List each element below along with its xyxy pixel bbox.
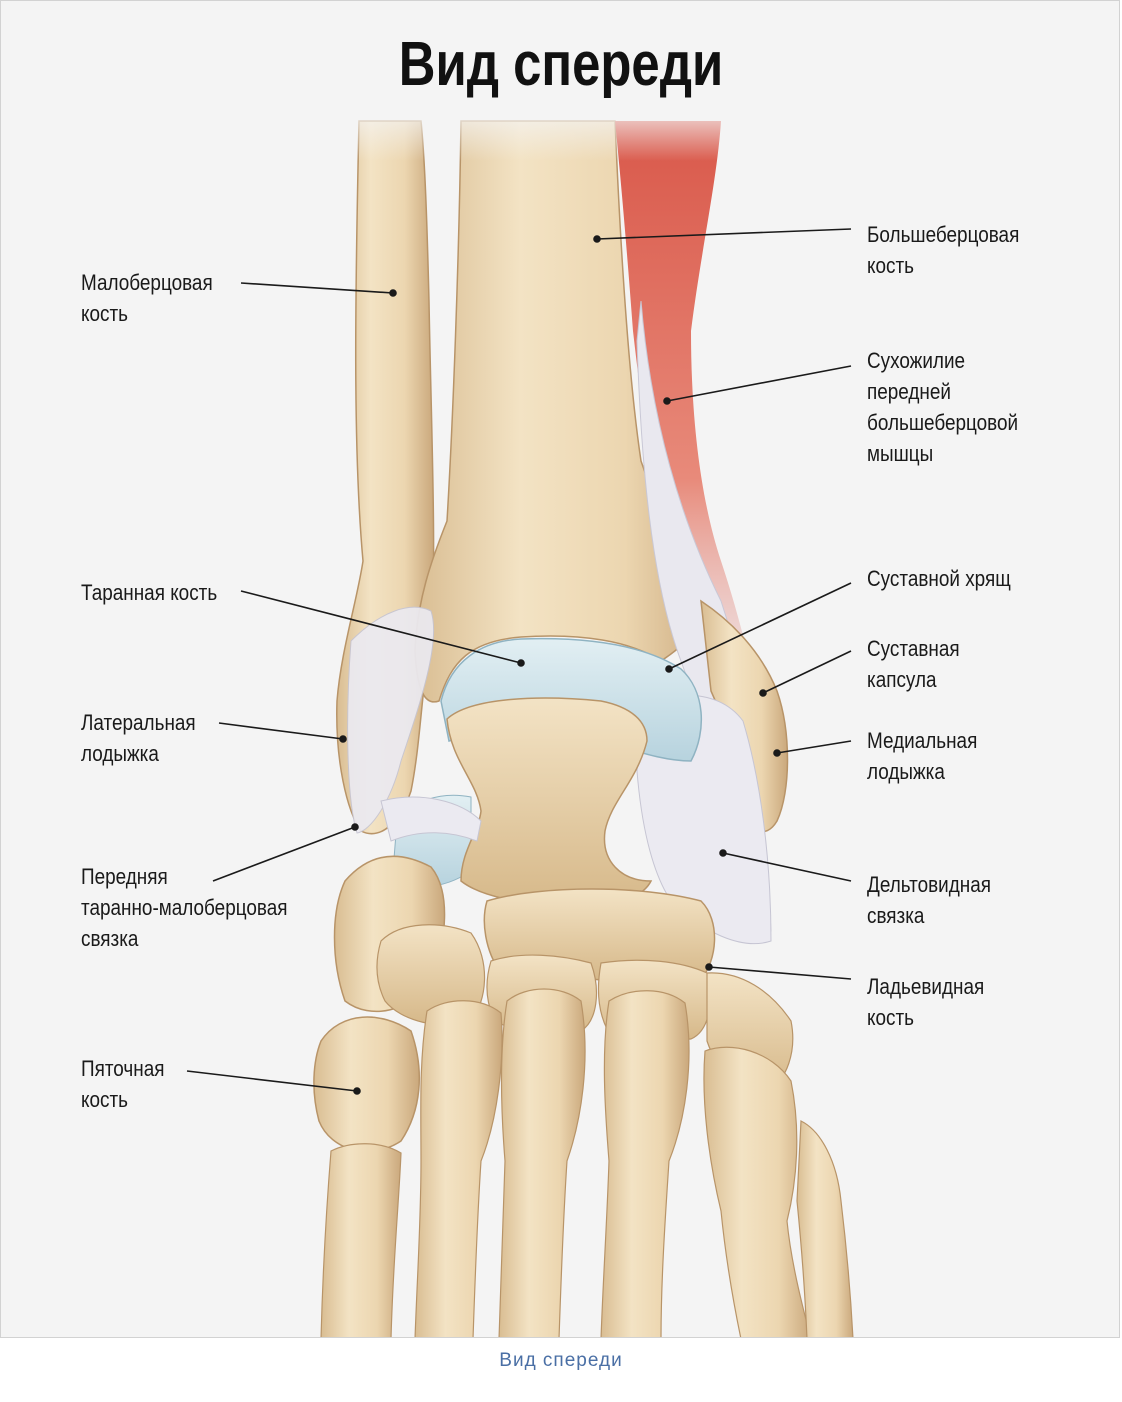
- leader-talus: [240, 590, 522, 664]
- figure-caption: Вид спереди: [499, 1350, 623, 1371]
- leader-lines: [186, 228, 852, 1095]
- label-cartilage: Суставной хрящ: [867, 566, 1011, 591]
- leader-atfl: [212, 826, 356, 882]
- leader-deltoid: [722, 852, 852, 882]
- leader-tibia: [596, 228, 852, 240]
- anterior-talofibular-ligament: [347, 606, 482, 842]
- figure-title: Вид спереди: [398, 30, 724, 99]
- leader-cartilage: [668, 582, 852, 670]
- tibia-bone: [414, 120, 716, 703]
- leader-calcaneus: [186, 1070, 358, 1092]
- talus-bone: [446, 697, 653, 909]
- leader-lateral-malleolus: [218, 722, 344, 740]
- leader-capsule: [762, 650, 852, 694]
- calcaneus-bone: [313, 855, 486, 1153]
- metatarsal-bones: [320, 988, 854, 1337]
- leader-fibula: [240, 282, 394, 294]
- leader-medial-malleolus: [776, 740, 852, 754]
- leader-tendon: [666, 365, 852, 402]
- ankle-illustration: [1, 101, 1119, 1337]
- label-talus: Таранная кость: [81, 580, 218, 605]
- leader-navicular: [708, 966, 852, 980]
